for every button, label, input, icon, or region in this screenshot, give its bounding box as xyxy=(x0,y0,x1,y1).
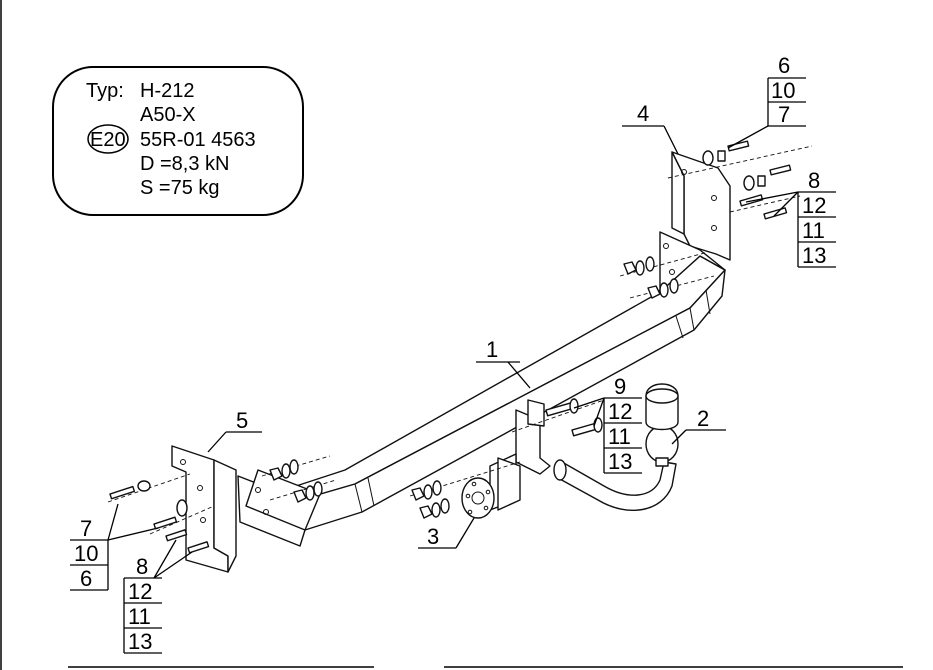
approval-number: 55R-01 4563 xyxy=(140,129,256,151)
stack-item: 12 xyxy=(128,579,152,604)
s-value: S =75 kg xyxy=(140,177,220,199)
stack-item: 8 xyxy=(136,554,148,579)
part-label-1: 1 xyxy=(486,337,498,362)
stack-item: 6 xyxy=(80,566,92,591)
d-value: D =8,3 kN xyxy=(140,153,229,175)
part-label-2: 2 xyxy=(697,406,709,431)
part-label-3: 3 xyxy=(427,524,439,549)
model-code: A50-X xyxy=(140,104,196,126)
stack-left-a: 7 10 6 xyxy=(70,516,109,591)
stack-item: 10 xyxy=(771,78,795,103)
stack-item: 13 xyxy=(802,243,826,268)
stack-item: 10 xyxy=(74,541,98,566)
stack-item: 7 xyxy=(778,102,790,127)
stack-item: 11 xyxy=(802,218,825,243)
stack-item: 6 xyxy=(778,53,790,78)
stack-item: 11 xyxy=(128,604,151,629)
stack-item: 13 xyxy=(128,629,152,654)
type-info-box: Typ: H-212 A50-X E20 55R-01 4563 D =8,3 … xyxy=(52,66,304,216)
stack-item: 12 xyxy=(608,399,632,424)
stack-top-right-b: 8 12 11 13 xyxy=(797,168,836,268)
part-label-5: 5 xyxy=(236,408,248,433)
typ-value: H-212 xyxy=(140,80,194,102)
part-label-4: 4 xyxy=(637,101,649,126)
stack-item: 11 xyxy=(608,424,631,449)
tow-ball-neck xyxy=(553,425,679,512)
stack-item: 9 xyxy=(614,374,626,399)
stack-top-right-a: 6 10 7 xyxy=(767,53,806,127)
stack-middle: 9 12 11 13 xyxy=(603,374,642,474)
approval-mark-circle xyxy=(87,124,129,154)
approval-mark: E20 xyxy=(90,129,126,151)
stack-item: 13 xyxy=(608,449,632,474)
right-side-bracket xyxy=(659,151,731,293)
leader-lines xyxy=(107,125,799,579)
typ-label: Typ: xyxy=(86,80,124,102)
left-side-bracket xyxy=(171,445,321,573)
stack-left-b: 8 12 11 13 xyxy=(123,554,162,654)
cross-beam xyxy=(289,255,726,531)
stack-item: 8 xyxy=(808,168,820,193)
stack-item: 7 xyxy=(80,516,92,541)
centre-mount-plate xyxy=(461,399,551,519)
stack-item: 12 xyxy=(802,193,826,218)
ball-cover-cap xyxy=(645,383,679,431)
